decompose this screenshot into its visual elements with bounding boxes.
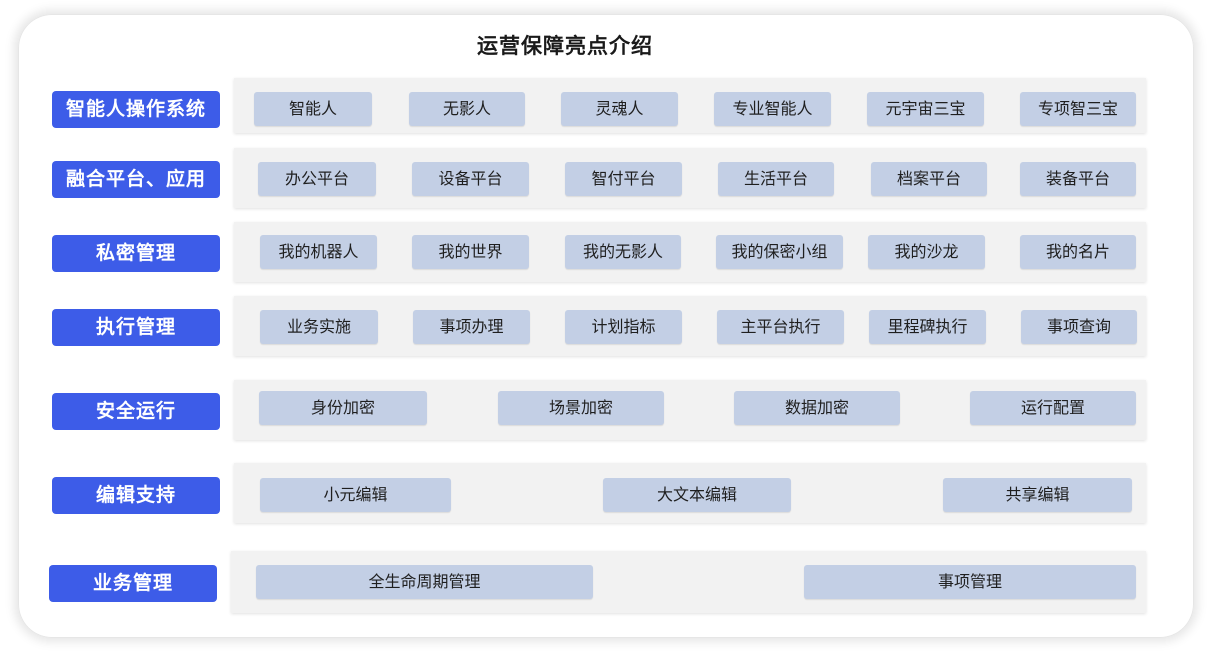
- row-label: 执行管理: [52, 309, 220, 346]
- item-chip: 事项管理: [804, 565, 1136, 599]
- item-chip: 事项查询: [1021, 310, 1137, 344]
- row-label: 融合平台、应用: [52, 161, 220, 198]
- row-label: 私密管理: [52, 235, 220, 272]
- item-chip: 事项办理: [413, 310, 530, 344]
- item-chip: 数据加密: [734, 391, 900, 425]
- item-chip: 元宇宙三宝: [867, 92, 984, 126]
- item-chip: 专项智三宝: [1020, 92, 1136, 126]
- row-panel: [234, 148, 1146, 208]
- item-chip: 里程碑执行: [869, 310, 986, 344]
- row-label: 业务管理: [49, 565, 217, 602]
- item-chip: 设备平台: [412, 162, 529, 196]
- item-chip: 生活平台: [718, 162, 834, 196]
- item-chip: 计划指标: [565, 310, 682, 344]
- item-chip: 共享编辑: [943, 478, 1132, 512]
- item-chip: 我的名片: [1020, 235, 1136, 269]
- row-panel: [234, 78, 1146, 133]
- row-label: 安全运行: [52, 393, 220, 430]
- item-chip: 专业智能人: [714, 92, 831, 126]
- item-chip: 主平台执行: [717, 310, 844, 344]
- row-label: 编辑支持: [52, 477, 220, 514]
- item-chip: 全生命周期管理: [256, 565, 593, 599]
- item-chip: 灵魂人: [561, 92, 678, 126]
- item-chip: 我的世界: [412, 235, 529, 269]
- item-chip: 小元编辑: [260, 478, 451, 512]
- item-chip: 智能人: [254, 92, 372, 126]
- item-chip: 我的沙龙: [868, 235, 985, 269]
- item-chip: 业务实施: [260, 310, 378, 344]
- item-chip: 智付平台: [565, 162, 682, 196]
- item-chip: 大文本编辑: [603, 478, 791, 512]
- item-chip: 场景加密: [498, 391, 664, 425]
- item-chip: 档案平台: [871, 162, 987, 196]
- item-chip: 身份加密: [259, 391, 427, 425]
- row-panel: [234, 222, 1146, 282]
- item-chip: 装备平台: [1020, 162, 1136, 196]
- item-chip: 运行配置: [970, 391, 1136, 425]
- item-chip: 我的保密小组: [716, 235, 843, 269]
- item-chip: 无影人: [409, 92, 525, 126]
- item-chip: 我的机器人: [260, 235, 377, 269]
- item-chip: 办公平台: [258, 162, 376, 196]
- diagram-title: 运营保障亮点介绍: [477, 34, 653, 58]
- row-panel: [234, 296, 1146, 356]
- item-chip: 我的无影人: [565, 235, 681, 269]
- row-label: 智能人操作系统: [52, 91, 220, 128]
